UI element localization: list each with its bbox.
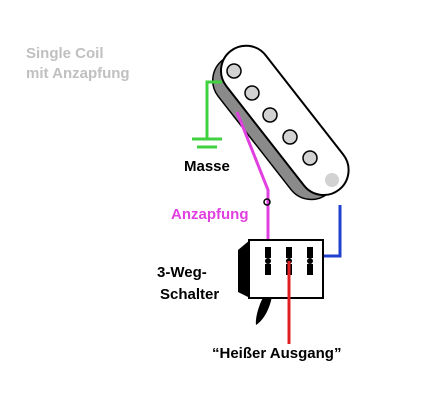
tap-label: Anzapfung: [171, 206, 249, 223]
switch-label-line-2: Schalter: [160, 286, 220, 303]
title-line-1: Single Coil: [26, 45, 104, 62]
pole-piece: [262, 107, 278, 123]
pole-pieces: [226, 63, 339, 187]
switch-lever-icon: [255, 296, 272, 325]
ground-label: Masse: [184, 158, 230, 175]
single-coil-pickup-icon: [212, 44, 350, 201]
tap-wire: [235, 111, 270, 248]
title-line-2: mit Anzapfung: [26, 65, 130, 82]
hot-output-label: “Heißer Ausgang”: [212, 345, 342, 362]
switch-label-line-1: 3-Weg-: [157, 264, 207, 281]
pole-piece: [244, 85, 260, 101]
three-way-switch-icon: [238, 239, 324, 325]
pole-piece: [302, 150, 318, 166]
pole-piece: [226, 63, 242, 79]
ground-wire: [205, 80, 222, 138]
ground-symbol-icon: [192, 137, 222, 149]
switch-shadow: [238, 240, 250, 298]
pole-piece: [282, 129, 298, 145]
tap-solder-point: [263, 198, 271, 206]
pole-piece: [325, 173, 339, 187]
